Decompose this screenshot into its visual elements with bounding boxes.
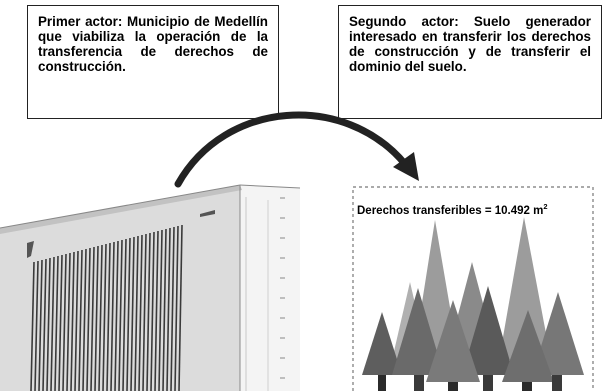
- transfer-label: Derechos transferibles = 10.492 m2: [357, 202, 548, 217]
- forest-icon: [362, 217, 584, 391]
- transfer-area-frame: [352, 186, 594, 391]
- second-actor-text: Segundo actor: Suelo generador interesad…: [349, 14, 591, 74]
- building-side-marks: [280, 197, 285, 379]
- building-icon: [0, 184, 301, 391]
- curved-arrow-icon: [174, 111, 419, 188]
- first-actor-box: Primer actor: Municipio de Medellín que …: [27, 5, 279, 119]
- second-actor-box: Segundo actor: Suelo generador interesad…: [338, 5, 602, 119]
- building-window-stripes: [30, 224, 183, 391]
- first-actor-text: Primer actor: Municipio de Medellín que …: [38, 14, 268, 74]
